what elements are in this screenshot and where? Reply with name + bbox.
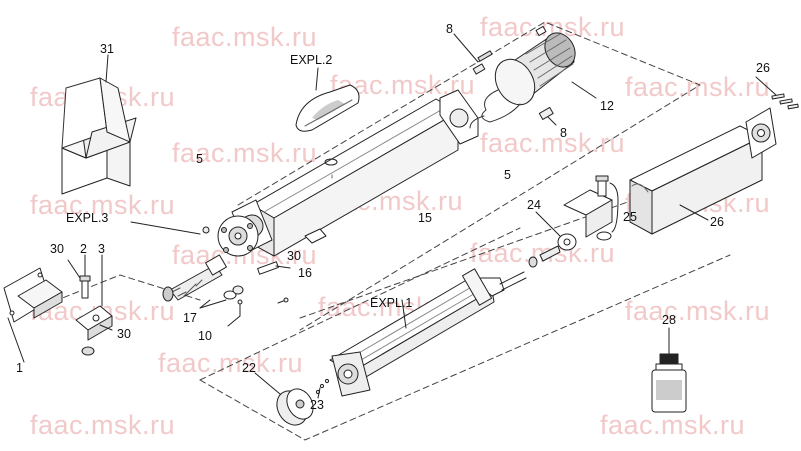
leader-line: [275, 265, 291, 269]
leader-line: [679, 204, 709, 221]
bolts-26: [771, 93, 799, 110]
front-mounting-bracket: [3, 267, 63, 323]
main-housing: [251, 98, 459, 257]
watermark-text: faac.msk.ru: [172, 138, 318, 168]
pin-2: [79, 275, 91, 299]
callout-expl-1: EXPL.1: [370, 296, 413, 310]
callout-expl-3: EXPL.3: [66, 211, 109, 225]
callout-26: 26: [756, 61, 770, 75]
watermark-text: faac.msk.ru: [30, 410, 176, 440]
callout-31: 31: [100, 42, 114, 56]
leader-line: [199, 299, 227, 309]
leader-line: [315, 67, 319, 91]
leader-line: [317, 387, 321, 399]
callout-30: 30: [50, 242, 64, 256]
leader-line: [535, 211, 561, 237]
small-plate: [304, 228, 327, 244]
leader-line: [571, 81, 597, 99]
watermark-text: faac.msk.ru: [480, 128, 626, 158]
clevis-24: [528, 233, 577, 268]
watermark-text: faac.msk.ru: [172, 22, 318, 52]
leader-line: [7, 317, 25, 363]
end-gasket-rear: [439, 89, 479, 145]
callout-15: 15: [418, 211, 432, 225]
leader-line: [254, 372, 281, 395]
callout-expl-2: EXPL.2: [290, 53, 333, 67]
screws-23: [315, 378, 330, 395]
screw-8: [538, 106, 554, 120]
leader-line: [105, 54, 109, 83]
leader-line: [130, 221, 201, 235]
pin-16: [257, 261, 279, 275]
callout-8: 8: [446, 22, 453, 36]
leader-line: [453, 33, 479, 63]
callout-24: 24: [527, 198, 541, 212]
nut-30: [81, 346, 95, 356]
watermark-text: faac.msk.ru: [470, 238, 616, 268]
callout-5: 5: [504, 168, 511, 182]
front-bracket: [563, 175, 613, 241]
leader-line: [67, 259, 81, 279]
callout-17: 17: [183, 311, 197, 325]
screw-8: [472, 50, 493, 75]
rear-bracket: [745, 107, 777, 159]
drive-shaft: [162, 254, 227, 302]
leader-line: [199, 299, 211, 309]
callout-10: 10: [198, 329, 212, 343]
washer-17: [223, 285, 244, 300]
callout-16: 16: [298, 266, 312, 280]
assembly-dashed-outline: [44, 21, 731, 441]
bracket-25: [609, 182, 619, 233]
callout-5: 5: [196, 152, 203, 166]
top-cover: [295, 84, 360, 132]
gear-assembly: [202, 215, 259, 257]
callout-28: 28: [662, 313, 676, 327]
leader-line: [547, 116, 557, 126]
watermark-text: faac.msk.ru: [600, 410, 746, 440]
packaging-box: [61, 77, 137, 195]
screws-10: [237, 297, 289, 317]
leader-line: [755, 76, 777, 96]
callout-26: 26: [710, 215, 724, 229]
callout-1: 1: [16, 361, 23, 375]
watermark-text: faac.msk.ru: [158, 348, 304, 378]
end-cap: [276, 388, 314, 426]
leader-line: [227, 315, 241, 327]
callout-3: 3: [98, 242, 105, 256]
callout-8: 8: [560, 126, 567, 140]
callout-2: 2: [80, 242, 87, 256]
watermark-text: faac.msk.ru: [625, 296, 771, 326]
callout-25: 25: [623, 210, 637, 224]
oil-bottle: [651, 353, 687, 413]
callout-22: 22: [242, 361, 256, 375]
watermark-text: faac.msk.ru: [625, 72, 771, 102]
callout-30: 30: [117, 327, 131, 341]
drive-assembly: [329, 268, 527, 397]
rear-profile: [629, 125, 763, 235]
callout-30: 30: [287, 249, 301, 263]
callout-12: 12: [600, 99, 614, 113]
callout-23: 23: [310, 398, 324, 412]
leader-line: [99, 324, 113, 331]
motor: [469, 25, 576, 129]
fork-3: [75, 305, 113, 341]
leader-line: [401, 299, 407, 329]
watermark-text: faac.msk.ru: [30, 190, 176, 220]
